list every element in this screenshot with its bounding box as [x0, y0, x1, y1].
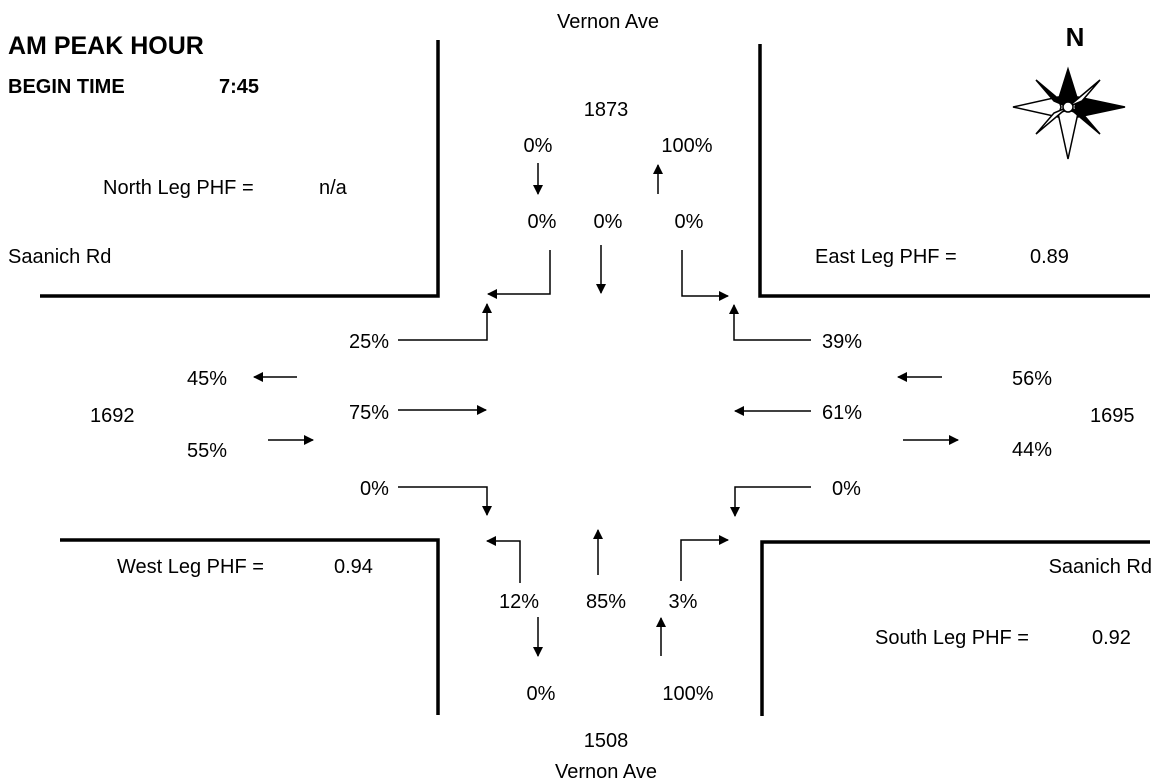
east-right-turn-pct: 39% [822, 331, 863, 353]
east-leg-total: 1695 [1090, 405, 1135, 427]
north-leg-total: 1873 [583, 99, 629, 121]
west-left-turn-arrow [398, 303, 492, 341]
east-left-turn-arrow [730, 486, 811, 517]
west-phf-value: 0.94 [334, 556, 373, 578]
east-inbound-pct: 56% [1012, 368, 1053, 390]
south-left-turn-arrow [486, 536, 521, 583]
curb-southeast [760, 540, 1150, 716]
north-outbound-pct: 100% [661, 135, 713, 157]
flow-arrows [253, 163, 959, 657]
south-phf-label: South Leg PHF = [875, 627, 1029, 649]
south-left-turn-pct: 12% [498, 591, 540, 613]
street-name-east: Saanich Rd [1048, 556, 1152, 578]
north-phf-value: n/a [319, 177, 347, 199]
compass-rose-icon [1012, 66, 1126, 160]
west-phf-label: West Leg PHF = [117, 556, 264, 578]
east-phf-label: East Leg PHF = [815, 246, 957, 268]
curb-northeast [758, 44, 1150, 298]
south-right-turn-pct: 3% [668, 591, 698, 613]
west-leg-total: 1692 [90, 405, 135, 427]
east-right-turn-arrow [729, 304, 811, 341]
page-title: AM PEAK HOUR [8, 32, 204, 60]
begin-time-label: BEGIN TIME [8, 76, 125, 98]
south-leg-total: 1508 [583, 730, 629, 752]
road-curbs [40, 40, 1150, 716]
east-outbound-pct: 44% [1012, 439, 1053, 461]
west-right-turn-arrow [398, 486, 492, 516]
north-through-pct: 0% [593, 211, 623, 233]
west-inbound-pct: 55% [187, 440, 228, 462]
curb-southwest [60, 538, 440, 715]
west-left-turn-pct: 25% [349, 331, 390, 353]
east-left-turn-pct: 0% [832, 478, 861, 500]
north-right-turn-pct: 0% [527, 211, 557, 233]
west-outbound-pct: 45% [187, 368, 228, 390]
south-phf-value: 0.92 [1092, 627, 1131, 649]
west-right-turn-pct: 0% [360, 478, 389, 500]
begin-time-value: 7:45 [219, 76, 260, 98]
south-outbound-pct: 0% [526, 683, 556, 705]
south-right-turn-arrow [680, 535, 729, 581]
north-left-turn-pct: 0% [674, 211, 704, 233]
north-phf-label: North Leg PHF = [103, 177, 254, 199]
south-inbound-pct: 100% [662, 683, 714, 705]
west-through-pct: 75% [349, 402, 390, 424]
street-name-north: Vernon Ave [557, 11, 659, 33]
east-through-pct: 61% [822, 402, 863, 424]
curb-northwest [40, 40, 440, 298]
north-right-turn-arrow [487, 250, 551, 299]
east-phf-value: 0.89 [1030, 246, 1069, 268]
north-label: N [1065, 22, 1085, 52]
north-inbound-pct: 0% [523, 135, 553, 157]
street-name-south: Vernon Ave [555, 761, 657, 783]
south-through-pct: 85% [585, 591, 627, 613]
street-name-west: Saanich Rd [8, 246, 112, 268]
north-left-turn-arrow [681, 250, 729, 301]
